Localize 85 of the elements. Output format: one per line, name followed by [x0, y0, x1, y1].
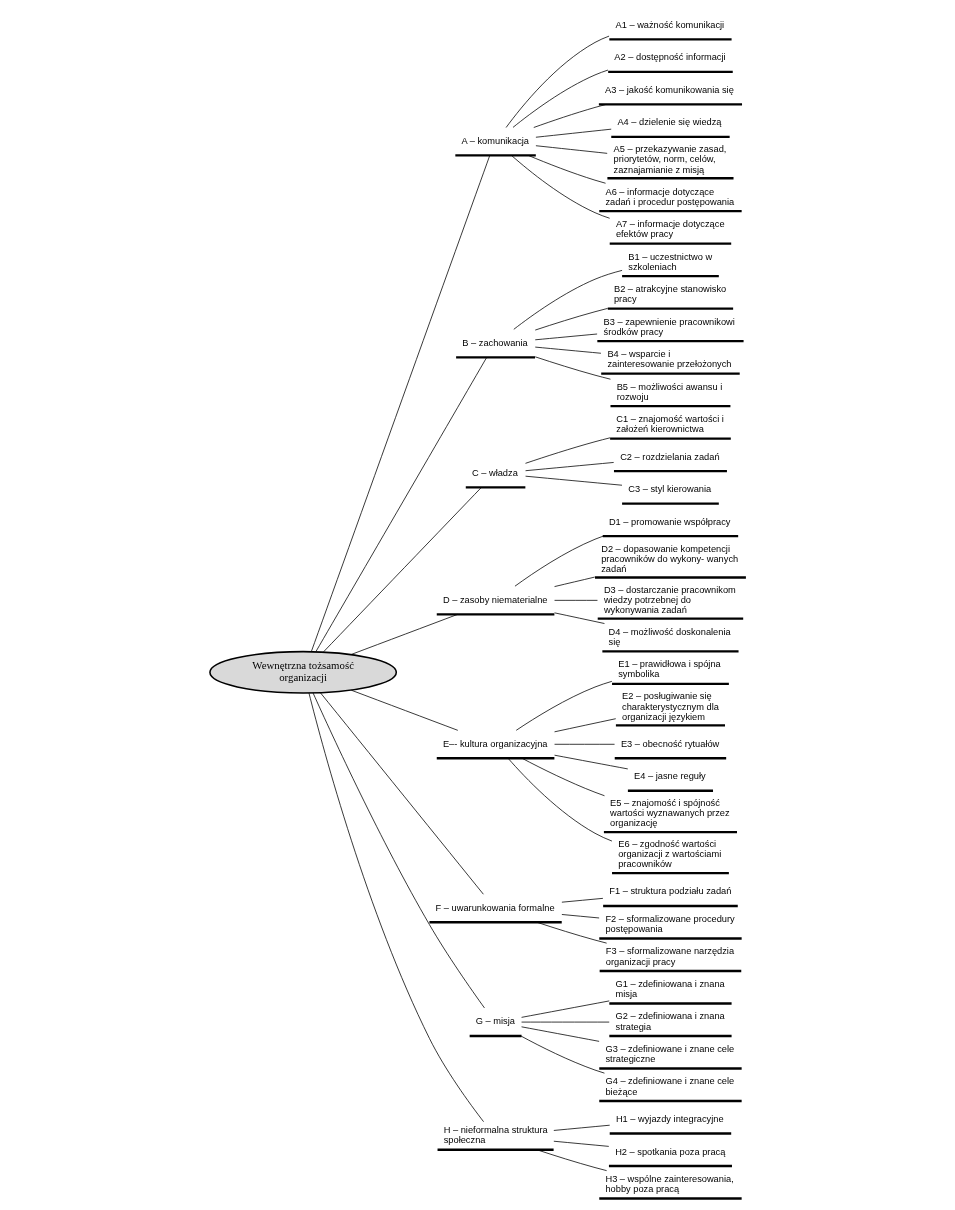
- node-text: C2 – rozdzielania zadań: [619, 451, 720, 462]
- connector: [308, 692, 484, 1123]
- connector: [553, 612, 605, 624]
- node-text: F3 – sformalizowane narzędzia organizacji pracy: [605, 946, 734, 967]
- connector: [552, 1124, 610, 1131]
- node-text: C1 – znajomość wartości i założeń kierownictwa: [615, 414, 724, 435]
- node-text: H2 – spotkania poza pracą: [614, 1146, 725, 1157]
- connector: [536, 1149, 607, 1171]
- node-text: E2 – posługiwanie się charakterystycznym dla organizacji językiem: [621, 691, 719, 722]
- connector: [524, 437, 610, 464]
- node-text: E5 – znajomość i spójność wartości wyznawanych przez organizację: [609, 798, 730, 829]
- node-ellipse: Wewnętrzna tożsamość organizacji: [208, 650, 397, 694]
- connector: [553, 718, 616, 733]
- connector: [310, 155, 490, 652]
- node-text: G2 – zdefiniowana i znana strategia: [615, 1011, 725, 1032]
- connector: [561, 914, 599, 919]
- connector: [512, 69, 608, 128]
- connector: [322, 487, 482, 653]
- node-text: B1 – uczestnictwo w szkoleniach: [627, 251, 712, 272]
- node-text: E1 – prawidłowa i spójna symbolika: [617, 659, 721, 680]
- connector: [532, 104, 607, 128]
- node-text: G1 – zdefiniowana i znana misja: [615, 978, 725, 1000]
- node-text: A2 – dostępność informacji: [613, 52, 726, 63]
- node-text: B5 – możliwości awansu i rozwoju: [616, 381, 722, 402]
- node-text: A4 – dzielenie się wiedzą: [616, 117, 721, 128]
- node-text: H3 – wspólne zainteresowania, hobby poza pracą: [604, 1173, 734, 1195]
- node-text: B4 – wsparcie i zainteresowanie przełożonych: [606, 349, 732, 370]
- node-text: E4 – jasne reguły: [633, 771, 706, 782]
- connector: [534, 346, 601, 354]
- node-text: B – zachowania: [461, 337, 528, 348]
- connector: [534, 333, 597, 341]
- node-text: A3 – jakość komunikowania się: [604, 84, 734, 95]
- node-text: E3 – obecność rytuałów: [620, 738, 719, 749]
- connector: [524, 462, 614, 472]
- connector: [553, 576, 595, 587]
- node-text: D4 – możliwość doskonalenia się: [608, 626, 731, 647]
- node-text: A6 – informacje dotyczące zadań i procedur postępowania: [604, 186, 734, 207]
- connector: [536, 921, 607, 944]
- node-text: A7 – informacje dotyczące efektów pracy: [615, 219, 725, 240]
- connector: [527, 155, 606, 184]
- node-text: H – nieformalna struktura społeczna: [443, 1125, 548, 1146]
- node-text: C3 – styl kierowania: [627, 484, 711, 495]
- connector: [534, 308, 608, 331]
- node-text: D – zasoby niematerialne: [442, 594, 548, 605]
- node-text: F2 – sformalizowane procedury postępowania: [604, 913, 735, 935]
- connector: [553, 754, 628, 770]
- node-text: G – misja: [475, 1016, 515, 1027]
- node-text: D1 – promowanie współpracy: [608, 516, 730, 527]
- node-text: G3 – zdefiniowane i znane cele strategiczne: [604, 1043, 734, 1065]
- connector: [524, 475, 622, 486]
- connector: [507, 758, 612, 842]
- node-text: E6 – zgodność wartości organizacji z wartościami pracowników: [617, 839, 721, 870]
- connector: [561, 897, 603, 903]
- connector: [312, 692, 485, 1009]
- node-text: B3 – zapewnienie pracownikowi środków pracy: [603, 316, 735, 337]
- node-text: C – władza: [471, 467, 518, 478]
- connector: [535, 145, 608, 154]
- connector: [510, 155, 610, 219]
- connector: [553, 599, 598, 601]
- node-text: E–- kultura organizacyjna: [442, 738, 548, 749]
- connector: [512, 270, 622, 330]
- node-text: A1 – ważność komunikacji: [615, 19, 724, 30]
- node-text: D3 – dostarczanie pracownikom wiedzy potrzebnej do wykonywania zadań: [603, 584, 736, 615]
- node-text: H1 – wyjazdy integracyjne: [615, 1113, 724, 1124]
- connector: [534, 356, 611, 380]
- node-text: F – uwarunkowania formalne: [435, 902, 555, 913]
- connector: [319, 692, 484, 895]
- connector: [520, 1035, 605, 1074]
- node-text: F1 – struktura podziału zadań: [608, 886, 731, 897]
- node-text: A – komunikacja: [461, 135, 529, 146]
- connector: [315, 357, 487, 652]
- connector: [515, 680, 612, 731]
- node-text: B2 – atrakcyjne stanowisko pracy: [613, 284, 726, 305]
- node-text: A5 – przekazywanie zasad, priorytetów, norm, celów, zaznajamianie z misją: [613, 144, 726, 175]
- connector: [521, 757, 605, 797]
- connector: [535, 128, 612, 138]
- connector: [505, 35, 609, 128]
- connector: [520, 1026, 599, 1042]
- node-text: G4 – zdefiniowane i znane cele bieżące: [604, 1076, 734, 1097]
- node-text: D2 – dopasowanie kompetencji pracowników do wykony- wanych zadań: [600, 543, 738, 574]
- connector: [552, 1140, 609, 1147]
- connector: [350, 613, 458, 655]
- connector: [350, 689, 458, 731]
- connector: [520, 1000, 610, 1018]
- connector: [514, 535, 604, 587]
